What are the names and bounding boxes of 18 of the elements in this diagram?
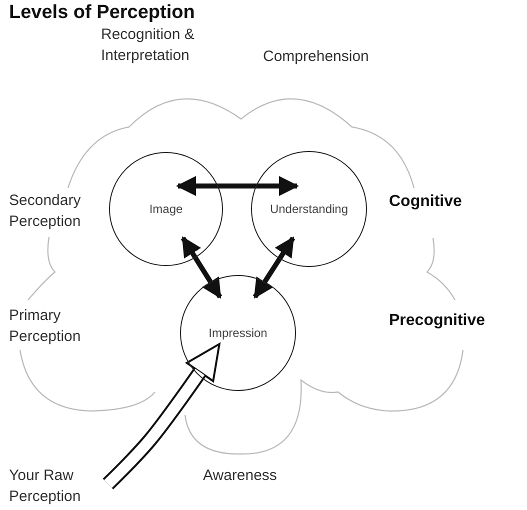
region-label: Awareness [203, 466, 278, 486]
node-label: Understanding [270, 202, 348, 216]
double-arrow [252, 236, 296, 299]
region-label: Recognition & Interpretation [101, 25, 196, 66]
level-label: Cognitive [389, 192, 463, 212]
region-label: Comprehension [263, 47, 370, 67]
node-label: Image [149, 202, 183, 216]
double-arrow [180, 236, 222, 299]
level-label: Precognitive [389, 311, 486, 331]
concept-circle [180, 275, 296, 391]
concept-circle [251, 151, 367, 267]
diagram-title: Levels of Perception [9, 2, 195, 23]
node-label: Impression [208, 326, 268, 340]
region-label: Secondary Perception [9, 191, 82, 232]
input-label: Your Raw Perception [9, 466, 82, 507]
concept-circle [109, 152, 223, 266]
double-arrow [176, 176, 299, 196]
region-label: Primary Perception [9, 306, 82, 347]
